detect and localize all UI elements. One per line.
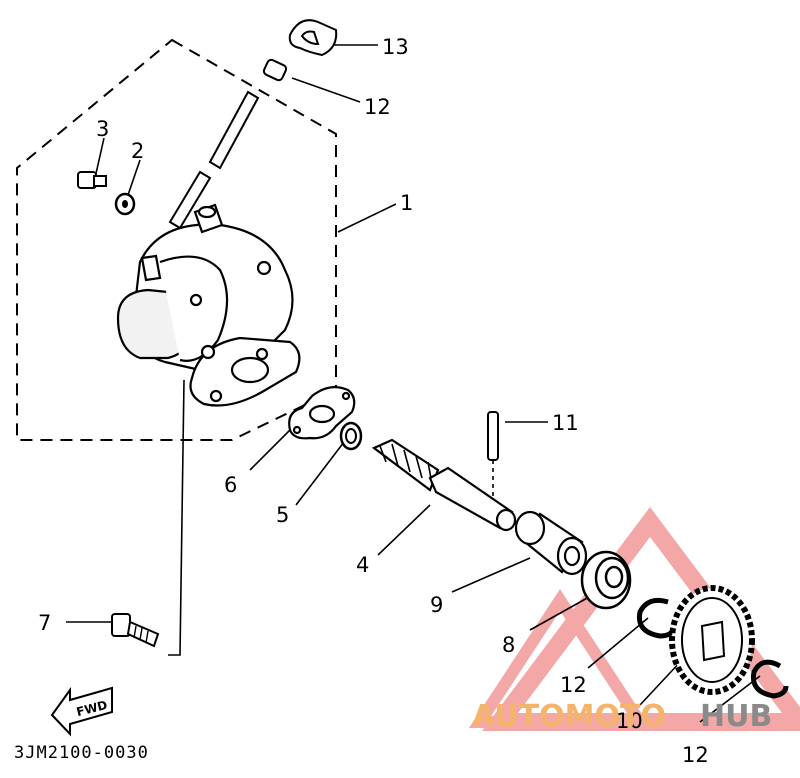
watermark-right: HUB [700,699,772,734]
callout-9: 9 [430,593,443,617]
callout-10: 10 [616,709,643,733]
callout-7: 7 [38,611,51,635]
callout-12-b: 12 [682,743,709,767]
watermark-text: AUTOMOTO HUB [472,699,772,734]
callout-4: 4 [356,553,369,577]
assembly-dashed-outline [16,38,337,441]
part-14-clip [288,19,338,57]
part-6-gasket [288,385,356,440]
callout-2: 2 [131,139,144,163]
part-8-bearing [580,550,632,610]
part-2-washer-hole [122,200,128,208]
fwd-arrow-icon: FWD [50,686,113,737]
callout-13: 12 [364,95,391,119]
part-11-pin [487,411,499,500]
callout-1: 1 [400,191,413,215]
callout-5: 5 [276,503,289,527]
part-5-seal [339,421,363,451]
diagram-part-code: 3JM2100-0030 [14,743,149,763]
callout-labels: 13 12 3 2 1 11 6 5 4 9 7 8 12 10 12 [38,35,709,767]
part-9-collar [514,510,588,576]
callout-3: 3 [96,117,109,141]
part-13-ferrule [262,58,288,82]
part-3-bolt [77,171,107,189]
leader-lines [66,44,761,723]
callout-14: 13 [382,35,409,59]
part-4-drive-shaft [371,438,517,532]
callout-6: 6 [224,473,237,497]
watermark-left: AUTOMOTO [472,699,666,734]
part-12-circlip-b [750,659,789,699]
callout-8: 8 [502,633,515,657]
part-12-circlip-a [636,597,677,639]
callout-11: 11 [552,411,579,435]
part-7-bolt [111,613,160,648]
part-1-oil-pump [116,203,301,407]
callout-12-a: 12 [560,673,587,697]
part-10-gear [669,585,755,695]
oil-hose [168,90,260,230]
